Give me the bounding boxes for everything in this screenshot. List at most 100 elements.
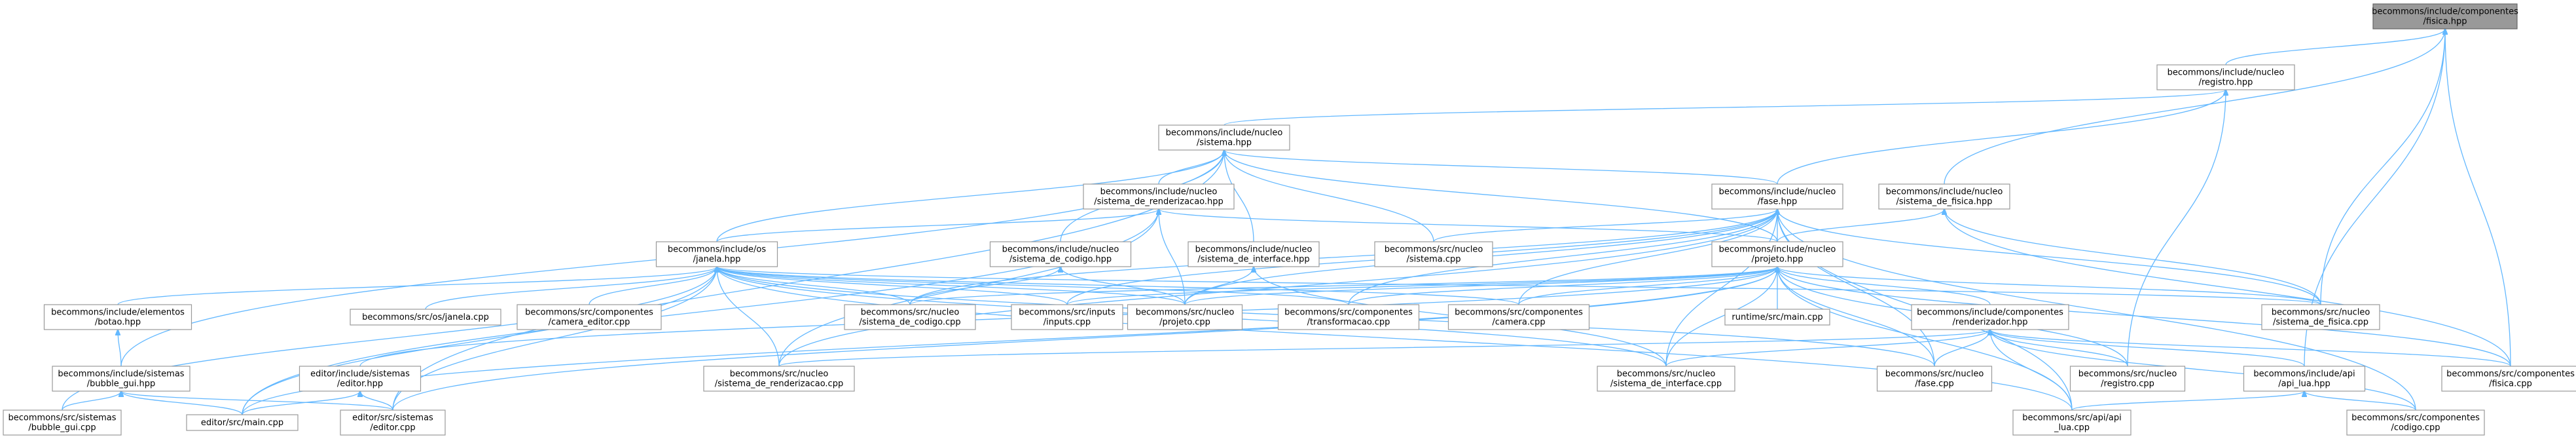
node-editor-hpp[interactable]: editor/include/sistemas/editor.hpp [299,366,422,392]
node-api-lua-cpp[interactable]: becommons/src/api/api_lua.cpp [2012,409,2132,436]
edge-api_lua_hpp-to-root [2304,29,2445,367]
node-box [1447,304,1590,330]
node-sistema-fisica-hpp[interactable]: becommons/include/nucleo/sistema_de_fisi… [1878,183,2010,210]
node-label-line: /codigo.cpp [2391,423,2440,433]
node-camera-editor-cpp[interactable]: becommons/src/componentes/camera_editor.… [517,304,662,330]
edge-editor_cpp-to-bubble_gui_hpp [121,391,393,411]
edge-projeto_cpp-to-sistema_interface_hpp [1184,267,1254,305]
node-label-line: becommons/src/nucleo [1136,308,1235,318]
node-box [3,409,122,436]
edge-editor_main_cpp-to-janela_hpp [242,267,717,415]
edge-inputs_cpp-to-projeto_hpp [1066,267,1777,305]
node-label-line: becommons/include/nucleo [1100,187,1218,197]
node-api-lua-hpp[interactable]: becommons/include/api/api_lua.hpp [2243,366,2366,392]
edge-janela_cpp-to-janela_hpp [425,267,717,310]
node-registro-cpp[interactable]: becommons/src/nucleo/registro.cpp [2069,366,2186,392]
edge-inputs_cpp-to-janela_hpp [717,267,1068,305]
node-sistema-renderizacao-hpp[interactable]: becommons/include/nucleo/sistema_de_rend… [1083,183,1235,210]
node-box [844,304,976,330]
edge-registro_cpp-to-renderizador_hpp [1990,330,2128,367]
nodes-layer: becommons/include/componentes/fisica.hpp… [3,3,2576,436]
node-bubble-gui-hpp[interactable]: becommons/include/sistemas/bubble_gui.hp… [52,366,190,392]
node-label-line: becommons/include/elementos [51,308,185,318]
node-sistema-hpp[interactable]: becommons/include/nucleo/sistema.hpp [1158,124,1290,151]
node-sistema-cpp[interactable]: becommons/src/nucleo/sistema.cpp [1374,241,1493,267]
node-projeto-hpp[interactable]: becommons/include/nucleo/projeto.hpp [1711,241,1843,267]
node-runtime-main-cpp[interactable]: runtime/src/main.cpp [1724,309,1830,326]
node-bubble-gui-cpp[interactable]: becommons/src/sistemas/bubble_gui.cpp [3,409,122,436]
node-box [1277,304,1420,330]
node-editor-cpp[interactable]: editor/src/sistemas/editor.cpp [340,409,446,436]
node-label-line: becommons/src/nucleo [1885,370,1984,379]
node-label-line: /sistema_de_fisica.hpp [1896,197,1992,207]
node-inputs-cpp[interactable]: becommons/src/inputs/inputs.cpp [1011,304,1123,330]
node-label-line: /projeto.cpp [1159,318,1210,328]
node-box [517,304,662,330]
node-label-line: /fase.hpp [1758,197,1798,207]
node-box [186,414,299,431]
edge-camera_editor_cpp-to-janela_hpp [589,267,717,305]
edge-botao_hpp-to-janela_hpp [117,267,717,305]
node-label-line: /fisica.hpp [2423,17,2467,27]
node-label-line: /api_lua.hpp [2278,379,2330,389]
node-camera-cpp[interactable]: becommons/src/componentes/camera.cpp [1447,304,1590,330]
edge-sistema_renderizacao_cpp-to-janela_hpp [717,267,780,367]
node-renderizador-hpp[interactable]: becommons/include/componentes/renderizad… [1911,304,2069,330]
node-transformacao-cpp[interactable]: becommons/src/componentes/transformacao.… [1277,304,1420,330]
edge-codigo_cpp-to-renderizador_hpp [1990,330,2416,411]
node-projeto-cpp[interactable]: becommons/src/nucleo/projeto.cpp [1127,304,1243,330]
node-box [1127,304,1243,330]
node-fase-hpp[interactable]: becommons/include/nucleo/fase.hpp [1711,183,1843,210]
node-sistema-interface-cpp[interactable]: becommons/src/nucleo/sistema_de_interfac… [1597,366,1735,392]
node-box [340,409,446,436]
node-label-line: becommons/include/api [2253,370,2355,379]
node-label-line: /sistema_de_renderizacao.hpp [1094,197,1224,207]
node-box [52,366,190,392]
edge-sistema_hpp-to-registro_hpp [1224,90,2226,126]
node-label-line: /sistema_de_codigo.cpp [859,318,960,328]
edge-editor_main_cpp-to-editor_hpp [242,391,360,415]
node-box [299,366,422,392]
node-label-line: becommons/src/nucleo [1617,370,1716,379]
node-label-line: /sistema_de_codigo.hpp [1009,255,1112,265]
node-label-line: /inputs.cpp [1043,318,1091,328]
node-sistema-fisica-cpp[interactable]: becommons/src/nucleo/sistema_de_fisica.c… [2261,304,2380,330]
node-codigo-cpp[interactable]: becommons/src/componentes/codigo.cpp [2346,409,2485,436]
node-box [2069,366,2186,392]
node-label-line: /bubble_gui.hpp [87,379,155,389]
edge-sistema_fisica_hpp-to-root [1944,29,2445,185]
edge-sistema_codigo_cpp-to-projeto_hpp [909,267,1777,305]
node-janela-cpp[interactable]: becommons/src/os/janela.cpp [350,309,501,326]
node-label-line: /editor.cpp [370,423,415,433]
node-sistema-renderizacao-cpp[interactable]: becommons/src/nucleo/sistema_de_renderiz… [703,366,855,392]
node-label-line: /botao.hpp [95,318,141,328]
node-fisica-cpp[interactable]: becommons/src/componentes/fisica.cpp [2441,366,2576,392]
node-fase-cpp[interactable]: becommons/src/nucleo/fase.cpp [1876,366,1993,392]
node-box [1011,304,1123,330]
node-botao-hpp[interactable]: becommons/include/elementos/botao.hpp [43,304,192,330]
edge-bubble_gui_hpp-to-botao_hpp [118,330,122,367]
node-janela-hpp[interactable]: becommons/include/os/janela.hpp [655,241,778,267]
node-sistema-codigo-hpp[interactable]: becommons/include/nucleo/sistema_de_codi… [989,241,1132,267]
node-box [1711,241,1843,267]
edge-sistema_fisica_cpp-to-sistema_fisica_hpp [1944,209,2321,305]
node-sistema-interface-hpp[interactable]: becommons/include/nucleo/sistema_de_inte… [1188,241,1320,267]
edge-sistema_renderizacao_cpp-to-renderizador_hpp [778,330,1990,367]
node-sistema-codigo-cpp[interactable]: becommons/src/nucleo/sistema_de_codigo.c… [844,304,976,330]
edge-editor_cpp-to-projeto_hpp [392,267,1777,411]
node-root[interactable]: becommons/include/componentes/fisica.hpp [2372,3,2518,29]
edge-sistema_fisica_cpp-to-fase_hpp [1777,209,2321,305]
edge-registro_cpp-to-registro_hpp [2127,90,2226,367]
edge-sistema_interface_cpp-to-projeto_hpp [1665,267,1777,367]
edge-projeto_hpp-to-sistema_fisica_hpp [1777,209,1944,242]
edge-sistema_fisica_cpp-to-janela_hpp [717,267,2321,305]
edge-fase_cpp-to-projeto_hpp [1777,267,1935,367]
node-label-line: becommons/include/nucleo [1166,128,1283,138]
node-registro-hpp[interactable]: becommons/include/nucleo/registro.hpp [2156,64,2295,90]
edge-projeto_cpp-to-janela_hpp [717,267,1186,305]
node-editor-main-cpp[interactable]: editor/src/main.cpp [186,414,299,431]
node-label-line: /janela.hpp [693,255,741,265]
node-box [1083,183,1235,210]
node-label-line: becommons/include/nucleo [1719,245,1836,255]
node-label-line: /sistema_de_interface.cpp [1610,379,1722,389]
